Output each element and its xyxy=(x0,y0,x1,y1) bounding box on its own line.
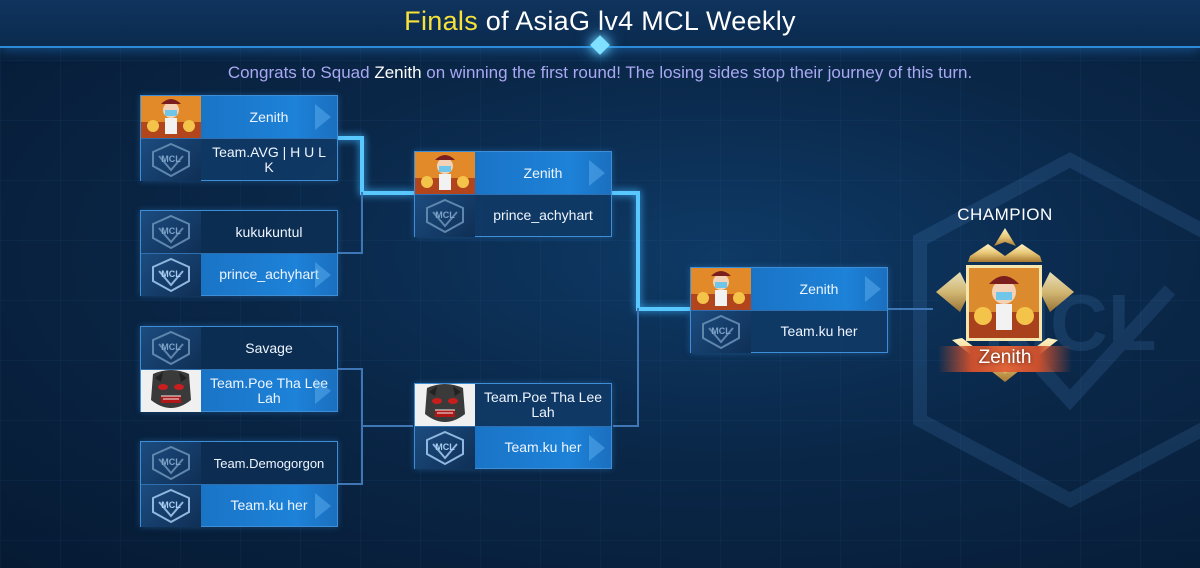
mcl-badge-icon: MCL xyxy=(415,426,475,469)
svg-text:MCL: MCL xyxy=(161,457,181,467)
team-name: Team.Poe Tha Lee Lah xyxy=(475,384,611,426)
page-title: Finals of AsiaG lv4 MCL Weekly xyxy=(404,6,796,36)
team-slot[interactable]: Zenith xyxy=(691,268,887,310)
round1-match3: MCL Savage Team.Poe Tha Lee Lah xyxy=(140,326,338,412)
team-name: Team.Demogorgon xyxy=(201,442,337,484)
champion-label: CHAMPION xyxy=(957,205,1053,224)
svg-text:MCL: MCL xyxy=(435,210,455,220)
bracket-line-prince-r1 xyxy=(337,192,363,254)
round1-match1: Zenith MCL Team.AVG | H U L K xyxy=(140,95,338,181)
team-slot[interactable]: Zenith xyxy=(415,152,611,194)
title-gem-icon xyxy=(590,35,610,55)
mcl-badge-icon: MCL xyxy=(141,211,201,253)
mcl-badge-icon: MCL xyxy=(141,327,201,369)
svg-text:MCL: MCL xyxy=(161,342,181,352)
mcl-badge-icon: MCL xyxy=(141,484,201,527)
team-slot[interactable]: MCL kukukuntul xyxy=(141,211,337,253)
mcl-badge-icon: MCL xyxy=(691,310,751,353)
team-name: prince_achyhart xyxy=(475,195,611,236)
svg-text:MCL: MCL xyxy=(161,500,181,510)
mcl-badge-icon: MCL xyxy=(415,194,475,237)
hero-portrait-icon xyxy=(415,152,475,194)
mcl-badge-icon: MCL xyxy=(141,138,201,181)
team-slot[interactable]: MCL Team.ku her xyxy=(141,484,337,527)
champion-ribbon xyxy=(938,346,1072,372)
team-name: Zenith xyxy=(751,268,887,310)
team-slot[interactable]: Team.Poe Tha Lee Lah xyxy=(141,369,337,412)
team-slot[interactable]: MCL Savage xyxy=(141,327,337,369)
hero-portrait-icon xyxy=(691,268,751,310)
hero-portrait-icon xyxy=(141,96,201,138)
team-name: prince_achyhart xyxy=(201,254,337,295)
team-slot[interactable]: Team.Poe Tha Lee Lah xyxy=(415,384,611,426)
bracket-line-kuher-r2 xyxy=(613,308,639,427)
team-slot[interactable]: MCL prince_achyhart xyxy=(415,194,611,237)
team-slot[interactable]: MCL Team.AVG | H U L K xyxy=(141,138,337,181)
champion-portrait-icon xyxy=(966,265,1042,341)
team-slot[interactable]: MCL prince_achyhart xyxy=(141,253,337,296)
bracket-line-zenith-r2 xyxy=(612,191,690,311)
mcl-badge-icon: MCL xyxy=(141,442,201,484)
round2-match2: Team.Poe Tha Lee Lah MCL Team.ku her xyxy=(414,383,612,469)
champion-crest-icon xyxy=(936,228,1074,382)
mcl-badge-icon: MCL xyxy=(141,253,201,296)
final-match: Zenith MCL Team.ku her xyxy=(690,267,888,353)
bracket-line-zenith-r1 xyxy=(336,136,414,195)
champion-name: Zenith xyxy=(978,347,1032,368)
team-name: Team.ku her xyxy=(475,427,611,468)
round1-match4: MCL Team.Demogorgon MCL Team.ku her xyxy=(140,441,338,527)
title-bar: Finals of AsiaG lv4 MCL Weekly xyxy=(0,0,1200,55)
team-name: Team.ku her xyxy=(201,485,337,526)
team-name: Savage xyxy=(201,327,337,369)
team-slot[interactable]: MCL Team.Demogorgon xyxy=(141,442,337,484)
team-name: Team.Poe Tha Lee Lah xyxy=(201,370,337,411)
svg-text:MCL: MCL xyxy=(435,442,455,452)
team-slot[interactable]: MCL Team.ku her xyxy=(415,426,611,469)
team-slot[interactable]: MCL Team.ku her xyxy=(691,310,887,353)
svg-text:MCL: MCL xyxy=(161,269,181,279)
bracket-line-poe-r1 xyxy=(337,368,413,427)
demon-mask-icon xyxy=(415,384,475,426)
round1-match2: MCL kukukuntul MCL prince_achyhart xyxy=(140,210,338,296)
team-name: Team.AVG | H U L K xyxy=(201,139,337,180)
team-name: Zenith xyxy=(201,96,337,138)
team-name: Zenith xyxy=(475,152,611,194)
svg-text:MCL: MCL xyxy=(161,226,181,236)
team-name: kukukuntul xyxy=(201,211,337,253)
svg-text:MCL: MCL xyxy=(161,154,181,164)
bracket-line-kuher-r1 xyxy=(337,425,363,485)
svg-text:MCL: MCL xyxy=(711,326,731,336)
demon-mask-icon xyxy=(141,369,201,412)
team-name: Team.ku her xyxy=(751,311,887,352)
round-announcement: Congrats to Squad Zenith on winning the … xyxy=(227,63,973,82)
team-slot[interactable]: Zenith xyxy=(141,96,337,138)
round2-match1: Zenith MCL prince_achyhart xyxy=(414,151,612,237)
